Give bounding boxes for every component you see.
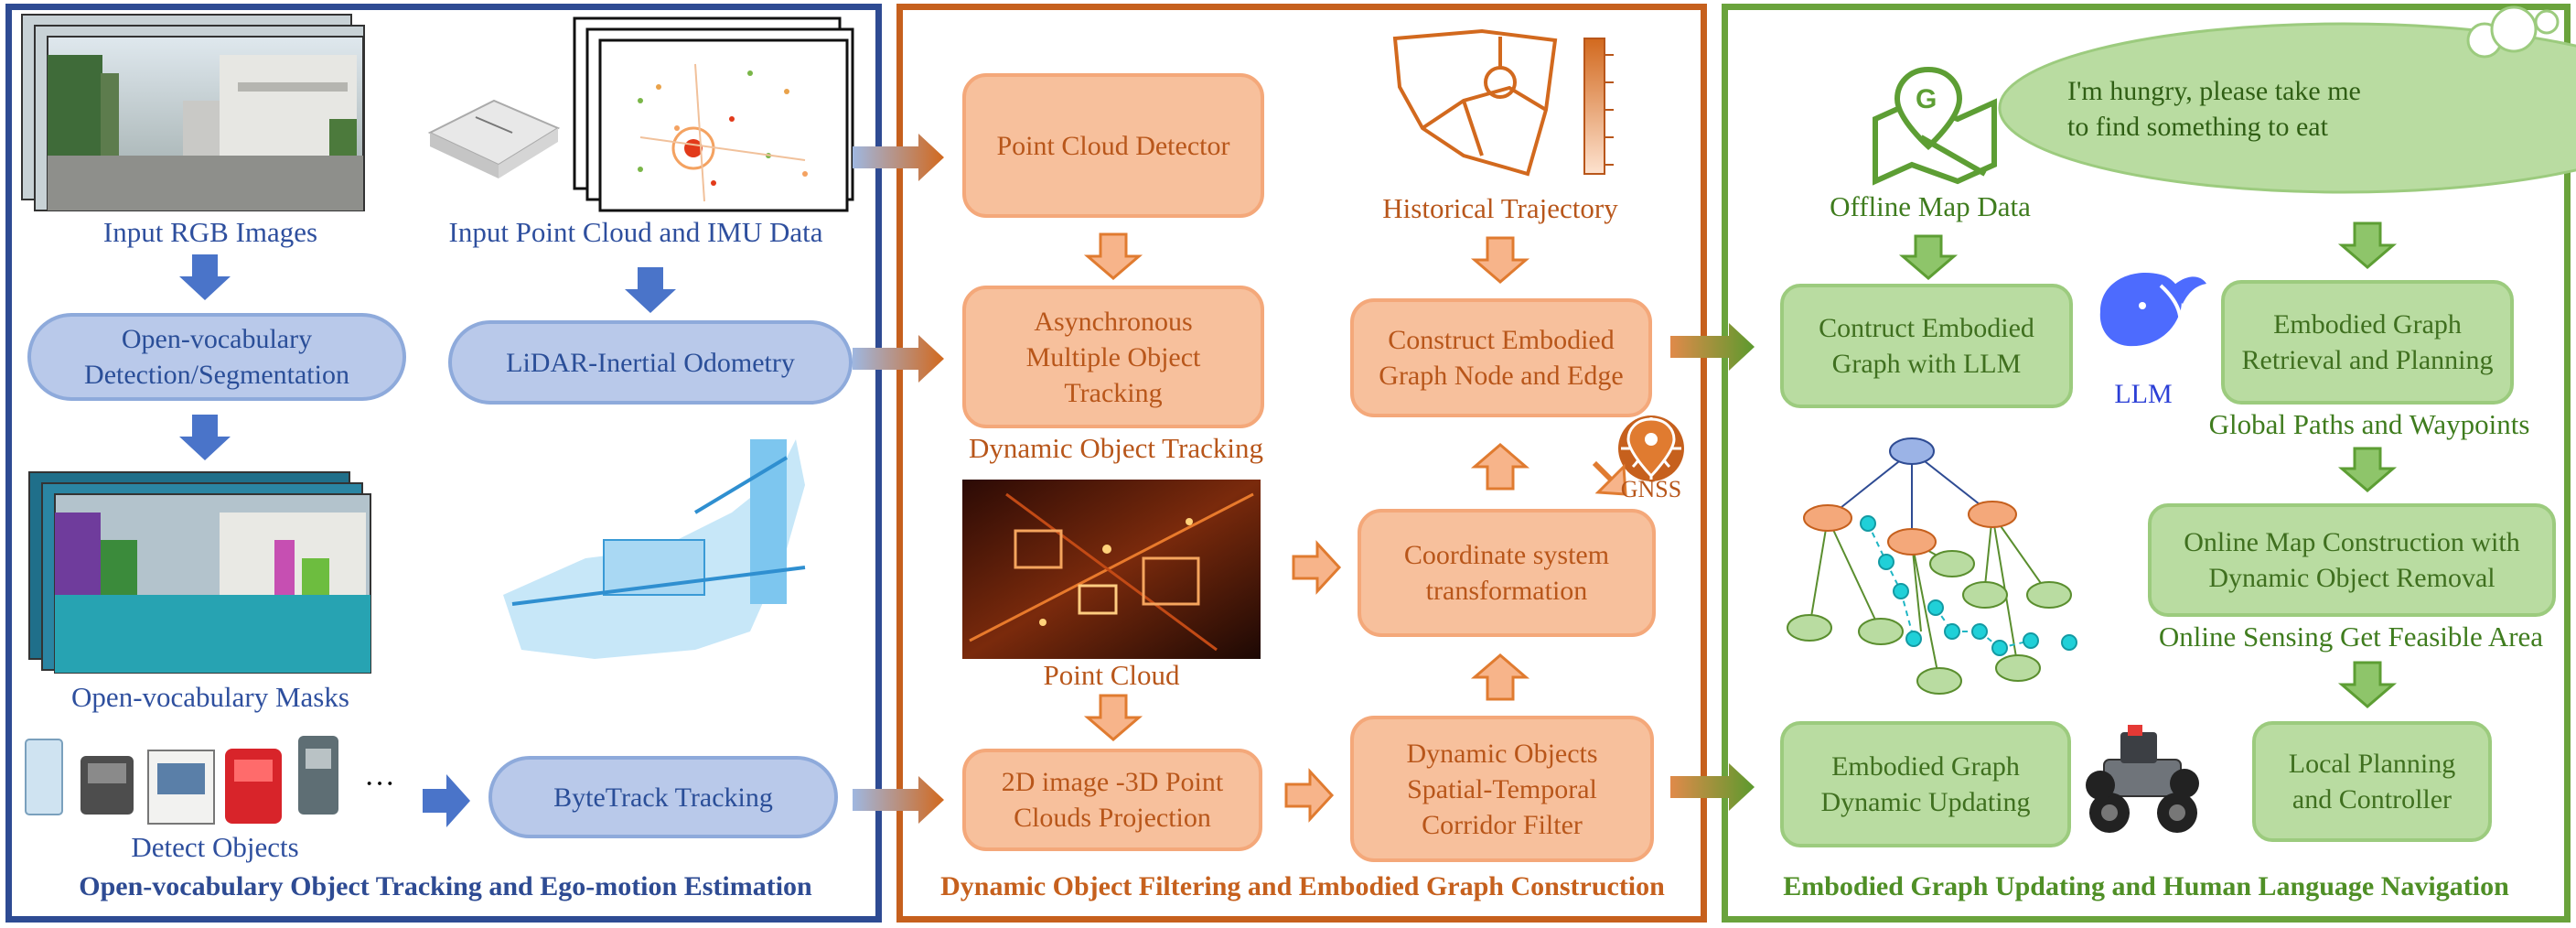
gnss-label: GNSS bbox=[1620, 476, 1682, 502]
amot-box: Asynchronous Multiple Object Tracking bbox=[962, 286, 1264, 428]
left-arrows bbox=[179, 254, 676, 827]
input-rgb-caption: Input RGB Images bbox=[102, 216, 318, 248]
panel-embodied-graph-construction bbox=[896, 4, 1707, 923]
embodied-graph-illustration bbox=[1787, 437, 2077, 695]
left-to-middle-arrows bbox=[853, 134, 944, 824]
st-filter-box: Dynamic Objects Spatial-Temporal Corrido… bbox=[1350, 716, 1654, 862]
offline-map-icon: G bbox=[1873, 66, 1997, 186]
ov-masks-stack bbox=[28, 471, 371, 674]
middle-to-right-arrows bbox=[1670, 323, 1755, 811]
ov-detection-box: Open-vocabulary Detection/Segmentation bbox=[27, 313, 406, 401]
gnss-icon bbox=[1618, 415, 1684, 481]
ellipsis: ··· bbox=[364, 767, 395, 801]
local-planning-box: Local Planning and Controller bbox=[2252, 721, 2492, 842]
pc-detector-box: Point Cloud Detector bbox=[962, 73, 1264, 218]
historical-trajectory-map bbox=[1392, 28, 1558, 177]
detected-objects-thumbnails bbox=[25, 736, 338, 825]
feasible-caption: Online Sensing Get Feasible Area bbox=[2158, 620, 2544, 653]
detect-objects-caption: Detect Objects bbox=[131, 831, 299, 863]
input-pc-caption: Input Point Cloud and IMU Data bbox=[448, 216, 823, 248]
speech-bubble bbox=[1998, 5, 2576, 194]
bytetrack-box: ByteTrack Tracking bbox=[488, 756, 838, 838]
construct-llm-box: Contruct Embodied Graph with LLM bbox=[1780, 284, 2073, 408]
left-panel-title: Open-vocabulary Object Tracking and Ego-… bbox=[79, 871, 812, 901]
global-paths-caption: Global Paths and Waypoints bbox=[2208, 408, 2530, 440]
ov-masks-caption: Open-vocabulary Masks bbox=[71, 681, 349, 713]
panel-language-navigation bbox=[1722, 4, 2571, 923]
middle-panel-title: Dynamic Object Filtering and Embodied Gr… bbox=[940, 871, 1665, 901]
point-cloud-render bbox=[962, 480, 1261, 659]
rgb-images-stack bbox=[21, 14, 365, 211]
speech-text: I'm hungry, please take me to find somet… bbox=[2067, 76, 2361, 142]
robot-car-icon bbox=[2086, 725, 2199, 833]
right-panel-title: Embodied Graph Updating and Human Langua… bbox=[1783, 871, 2509, 901]
offline-map-caption: Offline Map Data bbox=[1830, 190, 2031, 222]
online-map-box: Online Map Construction with Dynamic Obj… bbox=[2148, 503, 2556, 617]
llm-whale-icon bbox=[2099, 272, 2206, 347]
hist-traj-caption: Historical Trajectory bbox=[1382, 192, 1618, 224]
construct-graph-box: Construct Embodied Graph Node and Edge bbox=[1350, 298, 1652, 417]
projection-box: 2D image -3D Point Clouds Projection bbox=[962, 749, 1262, 851]
middle-arrows bbox=[1083, 232, 1627, 823]
coord-transform-box: Coordinate system transformation bbox=[1358, 509, 1656, 637]
point-cloud-caption: Point Cloud bbox=[1043, 659, 1180, 691]
imu-device bbox=[427, 99, 561, 178]
llm-label: LLM bbox=[2114, 379, 2173, 409]
point-cloud-stack bbox=[573, 16, 854, 212]
trajectory-color-scale bbox=[1583, 38, 1614, 175]
dyn-tracking-caption: Dynamic Object Tracking bbox=[968, 432, 1263, 464]
right-arrows bbox=[1898, 221, 2398, 708]
lidar-map bbox=[503, 439, 806, 659]
lio-box: LiDAR-Inertial Odometry bbox=[448, 320, 853, 405]
panel-ov-tracking bbox=[5, 4, 882, 923]
svg-text:G: G bbox=[1916, 84, 1937, 114]
retrieval-box: Embodied Graph Retrieval and Planning bbox=[2221, 280, 2514, 405]
dyn-update-box: Embodied Graph Dynamic Updating bbox=[1780, 721, 2071, 847]
